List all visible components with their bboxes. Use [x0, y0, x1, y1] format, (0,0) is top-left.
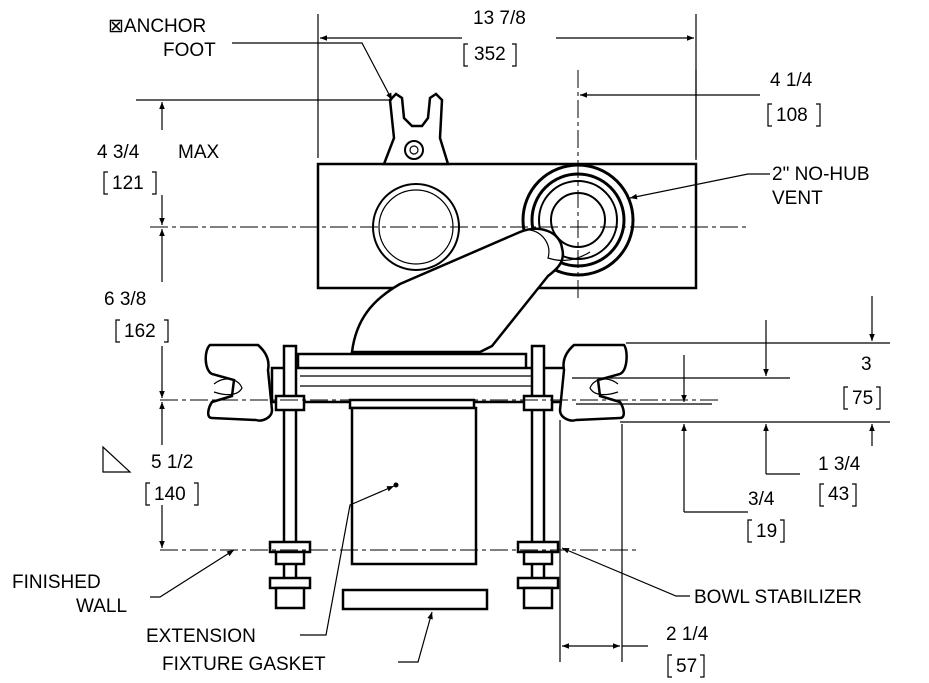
dim-flange-34-mm: 19 [756, 521, 777, 542]
dimension-lines [102, 14, 890, 662]
flange-assembly [204, 343, 628, 422]
dim-foot-offset-mm: 57 [676, 656, 697, 677]
left-stud [268, 344, 312, 610]
dim-top-height-max: MAX [178, 142, 220, 163]
dim-flange-3-mm: 75 [852, 388, 873, 409]
fixture-gasket-shape [341, 588, 489, 611]
extension-label: EXTENSION [146, 626, 256, 647]
finished-wall-label-1: FINISHED [12, 572, 101, 593]
right-stud [516, 344, 560, 610]
vent-label-2: VENT [772, 188, 823, 209]
dim-flange-34: 3/4 [748, 489, 775, 510]
dim-foot-offset: 2 1/4 [666, 624, 709, 645]
vent-elbow [350, 227, 591, 354]
dim-lower-height: 5 1/2 [151, 452, 193, 473]
bowl-stabilizer-label: BOWL STABILIZER [694, 587, 862, 608]
anchor-foot-label-1: ⊠ANCHOR [108, 16, 206, 37]
vent-label-1: 2" NO-HUB [772, 164, 870, 185]
leader-lines [150, 42, 770, 663]
dim-flange-3: 3 [861, 354, 872, 375]
dim-flange-134-mm: 43 [828, 484, 849, 505]
anchor-foot [382, 92, 450, 166]
extension-dot [393, 482, 399, 488]
anchor-foot-label-2: FOOT [163, 40, 216, 61]
dim-top-height: 4 3/4 [97, 142, 140, 163]
dim-top-height-mm: 121 [112, 173, 144, 194]
dim-overall-width: 13 7/8 [473, 8, 526, 29]
extension-pipe [350, 406, 478, 566]
dim-flange-134: 1 3/4 [818, 454, 861, 475]
dimension-labels: 13 7/8 352 4 1/4 108 4 3/4 MAX 121 6 3/8… [97, 8, 881, 678]
dim-mid-height: 6 3/8 [104, 289, 146, 310]
dim-overall-width-mm: 352 [474, 44, 506, 65]
callout-labels: ⊠ANCHOR FOOT 2" NO-HUB VENT FINISHED WAL… [12, 16, 870, 675]
dim-lower-height-mm: 140 [154, 484, 186, 505]
dim-mid-height-mm: 162 [124, 321, 156, 342]
finished-wall-label-2: WALL [76, 596, 127, 617]
fixture-gasket-label: FIXTURE GASKET [162, 654, 326, 675]
dim-vent-offset-mm: 108 [776, 105, 808, 126]
dim-vent-offset: 4 1/4 [770, 70, 813, 91]
